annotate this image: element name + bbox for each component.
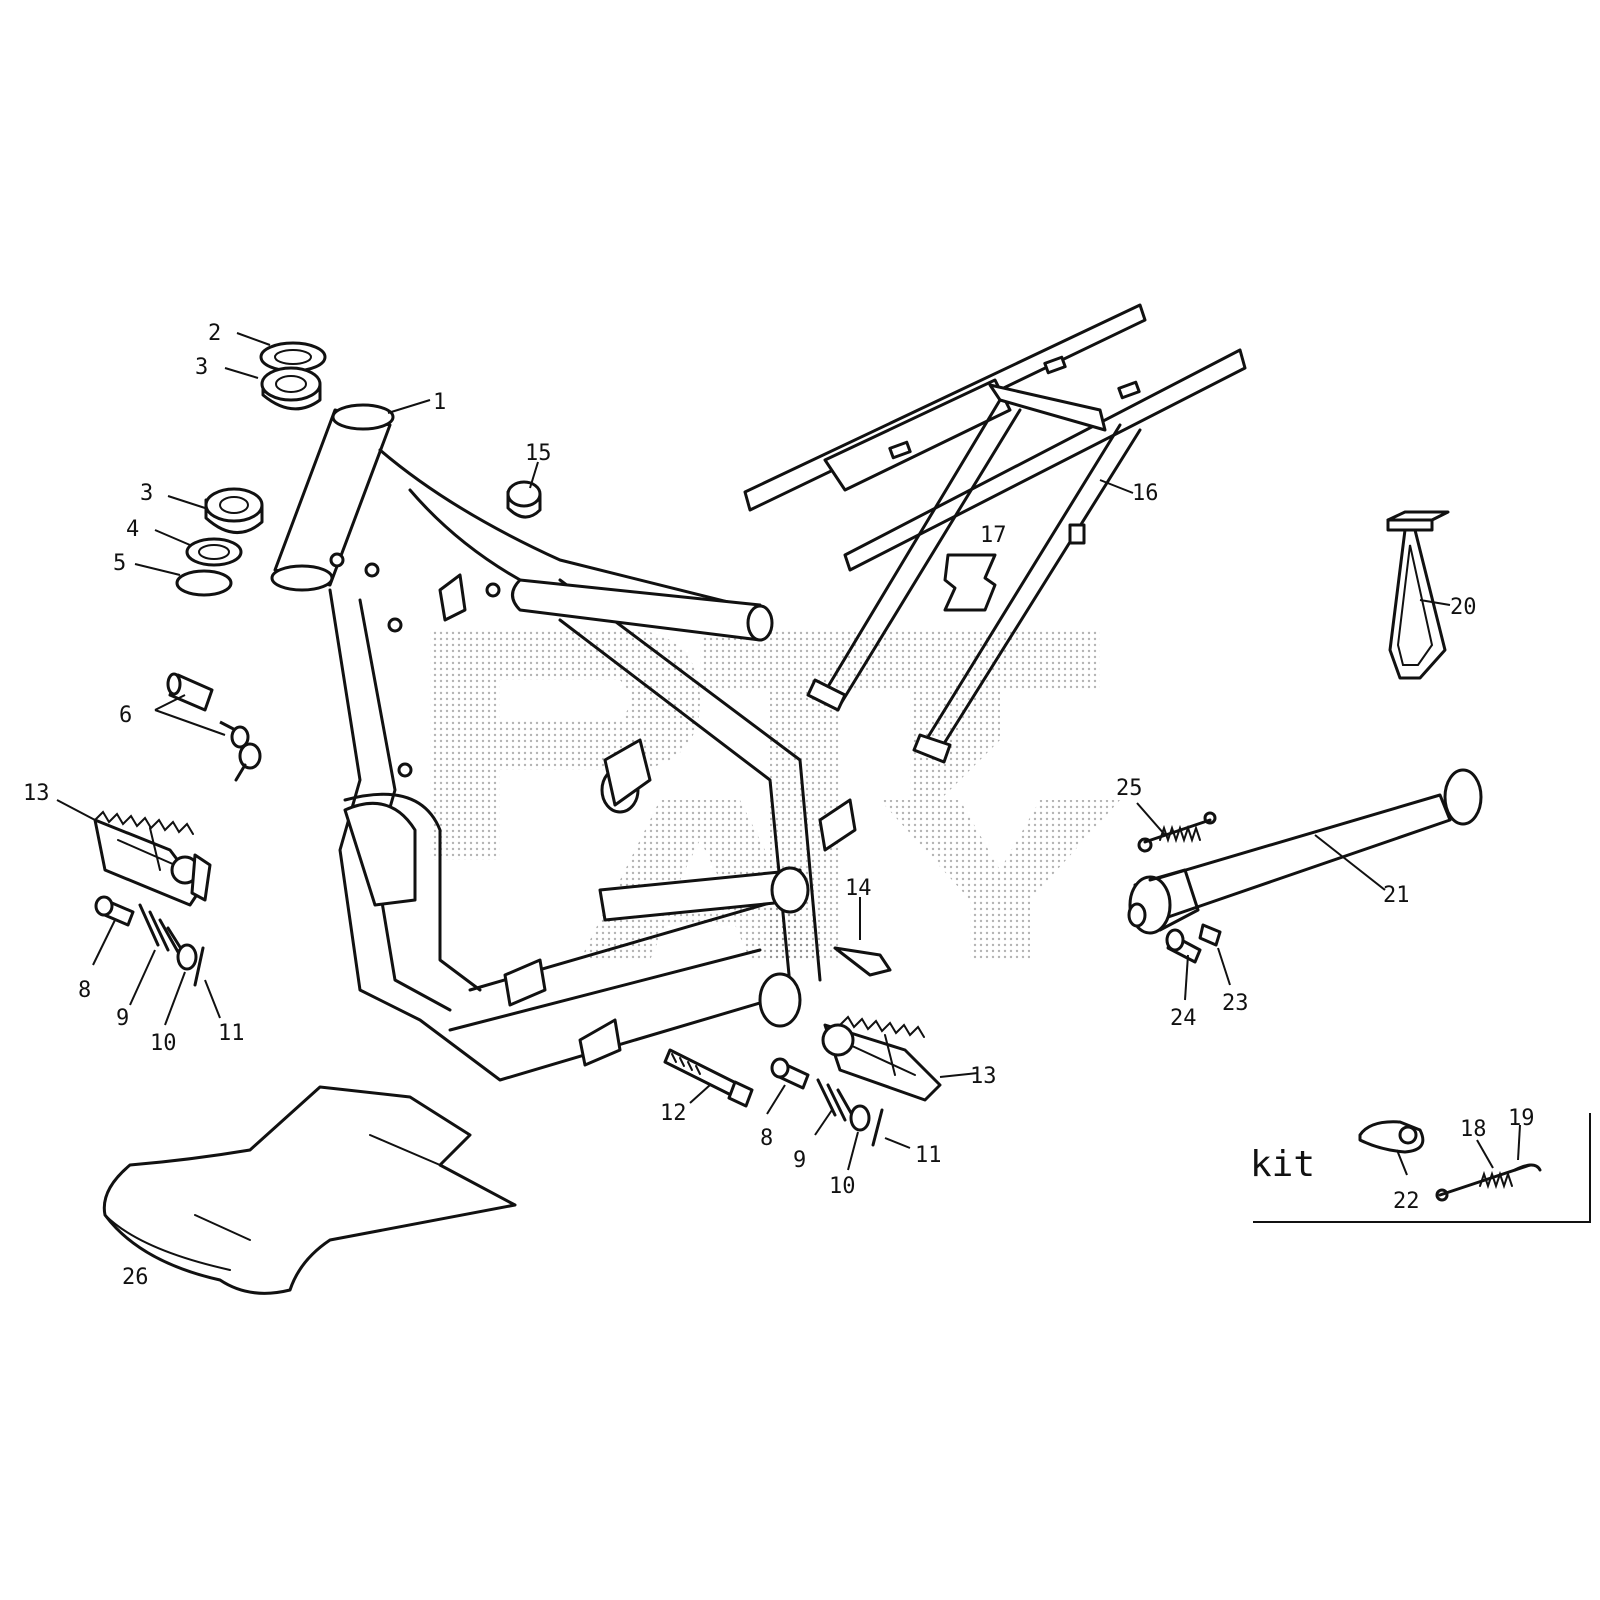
callout-12: 12 — [660, 1101, 687, 1126]
callout-24: 24 — [1170, 1006, 1197, 1031]
nut-23 — [1198, 923, 1222, 947]
callout-3-lower: 3 — [140, 481, 153, 506]
seal-4 — [185, 537, 243, 567]
callout-9-left: 9 — [116, 1006, 129, 1031]
side-stand-21 — [1127, 768, 1483, 935]
callout-8-left: 8 — [78, 978, 91, 1003]
callout-9-right: 9 — [793, 1148, 806, 1173]
callout-20: 20 — [1450, 595, 1477, 620]
washer-10-left — [176, 943, 198, 971]
callout-11-left: 11 — [218, 1021, 245, 1046]
clip-19 — [1513, 1163, 1542, 1172]
callout-22: 22 — [1393, 1189, 1420, 1214]
callout-21: 21 — [1383, 883, 1410, 908]
callout-6: 6 — [119, 703, 132, 728]
footrest-13-right — [821, 1015, 942, 1102]
watermark-logo — [430, 630, 1120, 960]
cotter-11-left — [193, 946, 205, 987]
leader-lines — [56, 332, 1521, 1176]
rear-subframe — [743, 303, 1247, 764]
callout-16: 16 — [1132, 481, 1159, 506]
callout-10-left: 10 — [150, 1031, 177, 1056]
kit-box — [1253, 1113, 1591, 1223]
callout-3-upper: 3 — [195, 355, 208, 380]
callout-17: 17 — [980, 523, 1007, 548]
callout-10-right: 10 — [829, 1174, 856, 1199]
spring-9-right — [816, 1078, 857, 1122]
clip-17 — [943, 553, 997, 612]
callout-1: 1 — [433, 390, 446, 415]
footrest-13-left — [93, 810, 212, 907]
guard-14 — [833, 946, 892, 977]
callout-23: 23 — [1222, 991, 1249, 1016]
callout-2: 2 — [208, 321, 221, 346]
bushing-15 — [506, 480, 542, 519]
callout-15: 15 — [525, 441, 552, 466]
pin-8-right — [770, 1057, 810, 1090]
spring-25 — [1137, 811, 1217, 853]
skid-plate-26 — [102, 1085, 517, 1295]
callout-14: 14 — [845, 876, 872, 901]
cam-22 — [1358, 1120, 1425, 1154]
callout-4: 4 — [126, 517, 139, 542]
callout-numbers: 1 2 3 3 4 5 6 13 8 9 10 11 15 16 17 20 2… — [23, 321, 1535, 1290]
bolt-24 — [1165, 928, 1202, 964]
pivot-bolt-12 — [663, 1048, 754, 1108]
callout-13-right: 13 — [970, 1064, 997, 1089]
callout-26: 26 — [122, 1265, 149, 1290]
spring-9-left — [138, 903, 187, 957]
steering-lock-6 — [166, 672, 262, 782]
cotter-11-right — [871, 1108, 884, 1147]
callout-25: 25 — [1116, 776, 1143, 801]
bearing-3-lower — [204, 487, 264, 535]
washer-10-right — [849, 1104, 871, 1132]
callout-11-right: 11 — [915, 1143, 942, 1168]
callout-18: 18 — [1460, 1117, 1487, 1142]
ring-5 — [175, 569, 233, 597]
main-frame — [270, 403, 857, 1082]
tool-20 — [1386, 510, 1450, 680]
bearing-3-upper — [260, 366, 322, 411]
pin-8-left — [94, 895, 135, 927]
callout-19: 19 — [1508, 1106, 1535, 1131]
callout-8-right: 8 — [760, 1126, 773, 1151]
callout-13-left: 13 — [23, 781, 50, 806]
kit-label: kit — [1250, 1144, 1315, 1185]
callout-5: 5 — [113, 551, 126, 576]
